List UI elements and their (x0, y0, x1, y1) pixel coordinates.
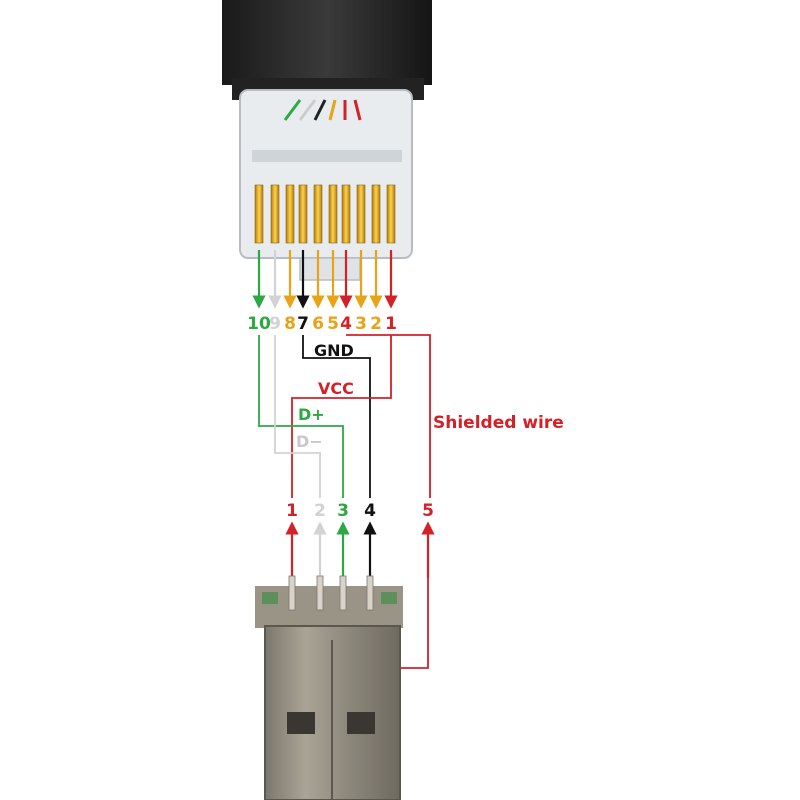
vcc-label: VCC (318, 379, 354, 398)
rj45-contact-1 (386, 184, 396, 244)
usb-pin-number: 5 (422, 501, 434, 521)
shield-route (346, 334, 431, 498)
rj45-pin-number: 2 (370, 314, 382, 334)
usb-pin-lead-3 (339, 575, 347, 611)
plug-latch (299, 257, 361, 281)
plug-body (239, 89, 413, 259)
rj45-contact-10 (254, 184, 264, 244)
rj45-plug (222, 0, 432, 281)
rj45-contact-9 (270, 184, 280, 244)
usb-window-right (347, 712, 375, 734)
inner-wires (283, 99, 362, 121)
dminus-label: D− (296, 432, 323, 451)
usb-a-plug (255, 586, 403, 800)
rj45-pin-number: 6 (312, 314, 324, 334)
rj45-pin-number: 8 (284, 314, 296, 334)
usb-pin-lead-2 (316, 575, 324, 611)
gnd-label: GND (314, 341, 354, 360)
rj45-pin-number: 1 (385, 314, 397, 334)
vcc-route (291, 335, 392, 498)
rj45-contact-8 (285, 184, 295, 244)
rj45-contact-6 (313, 184, 323, 244)
dplus-route (258, 335, 344, 498)
wiring-lines (252, 250, 435, 669)
cable-jacket (222, 0, 432, 85)
usb-pin-number: 4 (364, 501, 376, 521)
shield-to-shell (400, 532, 429, 669)
rj45-pin-number: 3 (355, 314, 367, 334)
rj45-contact-3 (356, 184, 366, 244)
dminus-route (274, 335, 321, 498)
usb-pin-number: 3 (337, 501, 349, 521)
rj45-pin-number: 7 (297, 314, 309, 334)
gnd-route (302, 335, 371, 498)
usb-pin-number: 1 (286, 501, 298, 521)
rj45-pin-number: 9 (269, 314, 281, 334)
rj45-pin-number: 10 (247, 314, 271, 334)
rj45-contact-7 (298, 184, 308, 244)
usb-solder-tabs (262, 592, 397, 604)
shielded-wire-label: Shielded wire (433, 413, 564, 433)
usb-window-left (287, 712, 315, 734)
rj45-contact-5 (328, 184, 338, 244)
rj45-pin-number: 5 (327, 314, 339, 334)
usb-pin-lead-4 (366, 575, 374, 611)
usb-pcb (255, 586, 403, 628)
plug-cross-bar (252, 150, 402, 162)
rj45-pin-number: 4 (340, 314, 352, 334)
usb-pin-lead-1 (288, 575, 296, 611)
rj45-contact-4 (341, 184, 351, 244)
dplus-label: D+ (298, 405, 325, 424)
rj45-contacts (254, 184, 396, 244)
usb-pin-number: 2 (314, 501, 326, 521)
rj45-contact-2 (371, 184, 381, 244)
